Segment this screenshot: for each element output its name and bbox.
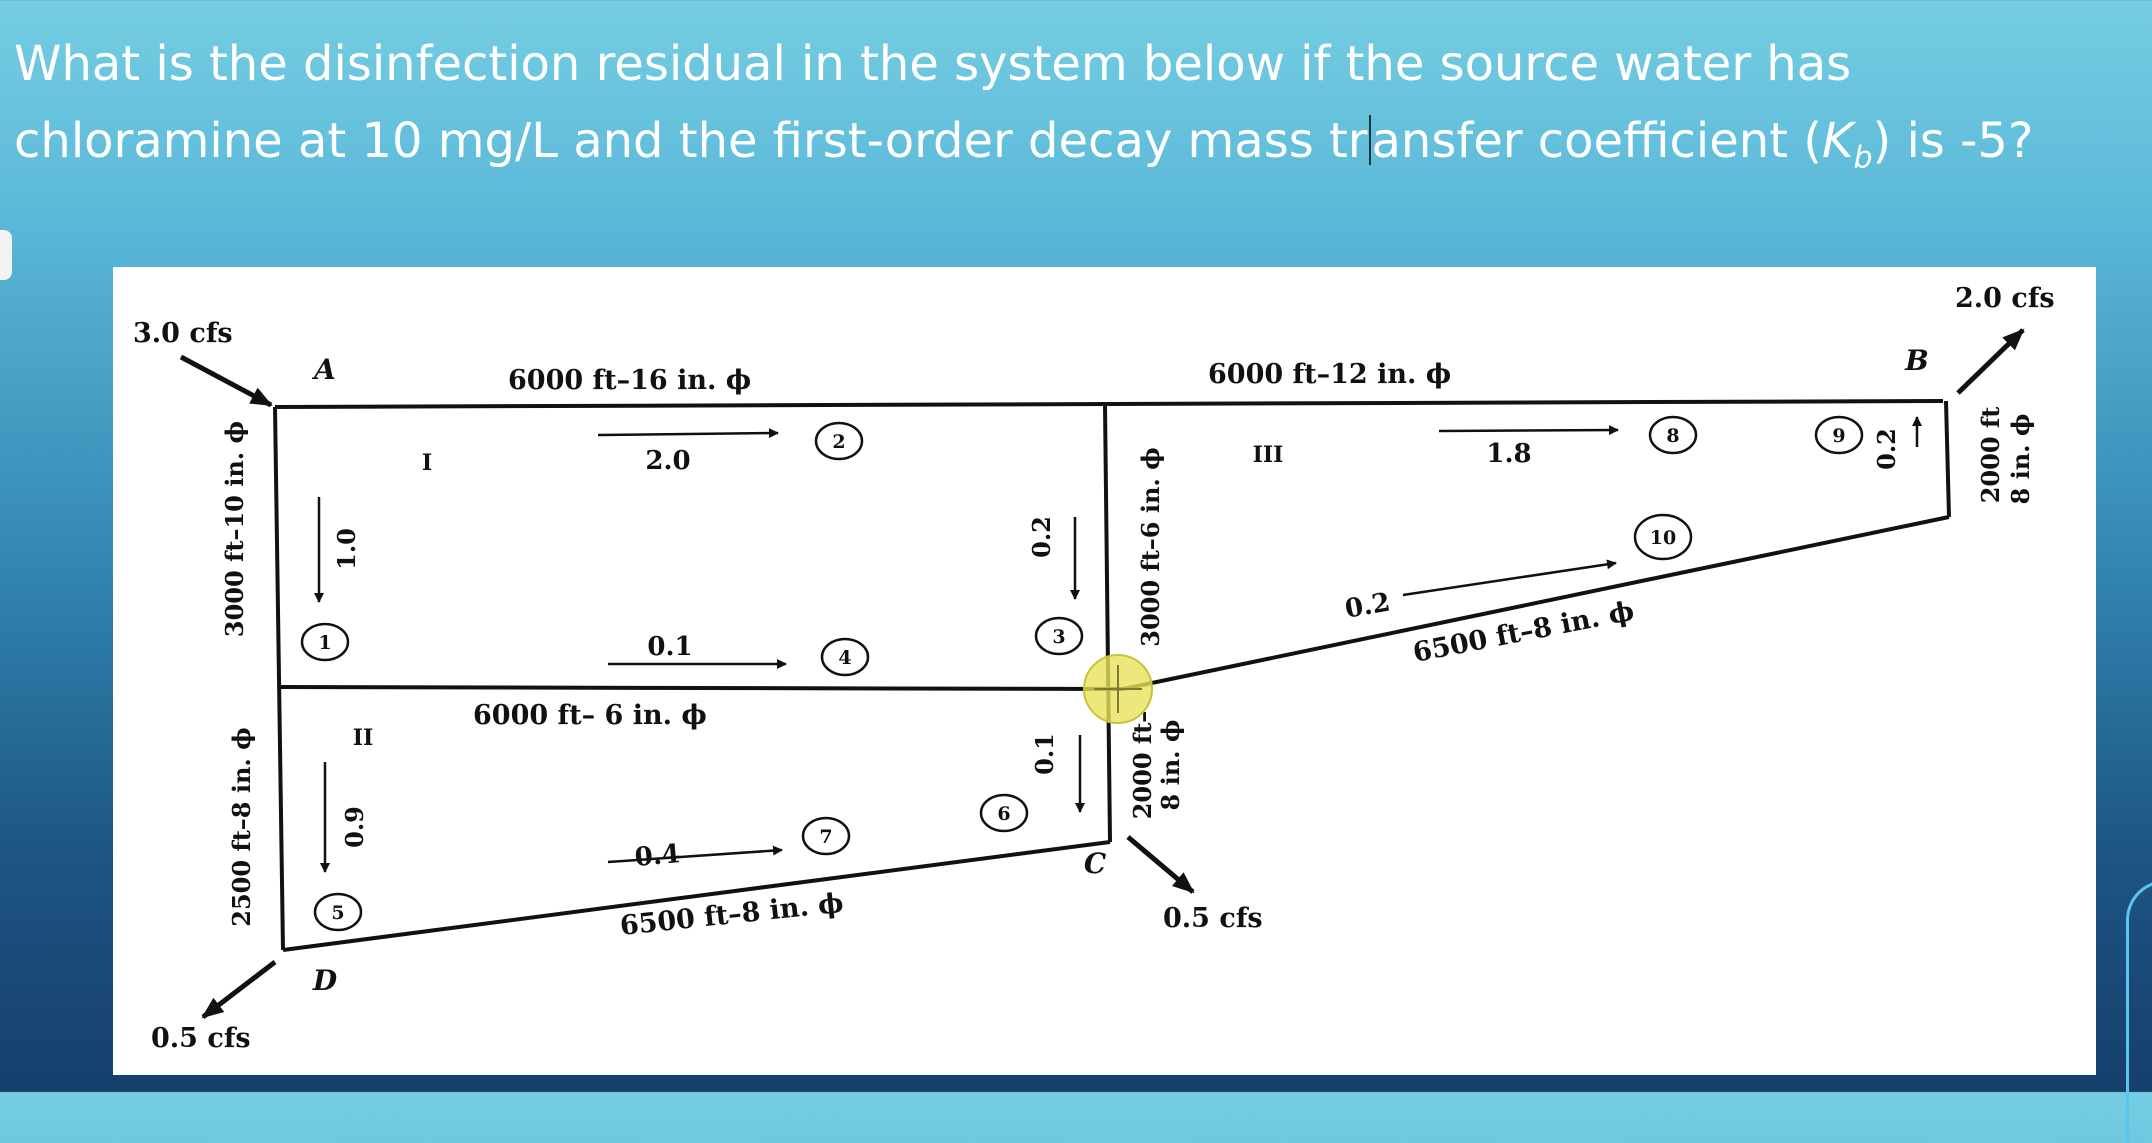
- pipe-number-9: 9: [1832, 425, 1845, 447]
- pipe-circle-1: [300, 622, 350, 662]
- pipe-label-right-a: 2000 ft: [1976, 407, 2005, 504]
- question-text: What is the disinfection residual in the…: [14, 26, 2064, 197]
- node-label-a: A: [311, 353, 336, 386]
- pipe-circle-4: [820, 637, 870, 677]
- pipe-right: [1944, 400, 1951, 518]
- pipe-circle-10: [1633, 513, 1693, 561]
- pipe-center-vertical: [1103, 404, 1112, 843]
- external-flow-arrows: [179, 328, 2025, 1019]
- flow-value-5: 0.9: [340, 806, 369, 848]
- pipe-number-10: 10: [1650, 527, 1676, 549]
- pipe-number-8: 8: [1666, 425, 1679, 447]
- flow-arrow-10: [1402, 559, 1617, 597]
- question-line-2: chloramine at 10 mg/L and the first-orde…: [14, 113, 2034, 176]
- pipe-circle-8: [1648, 415, 1698, 455]
- pipe-network-diagram: 1 2 3 4 5 6 7 8 9 10 2.0 0.1 0.4 1.8 0.2…: [113, 267, 2096, 1075]
- flow-value-6: 0.1: [1030, 733, 1059, 775]
- pipe-number-2: 2: [832, 431, 845, 453]
- flow-value-4: 0.1: [647, 632, 692, 662]
- loop-labels: I II III: [353, 442, 1284, 751]
- pipe-lines: [273, 399, 1951, 952]
- pipe-network-svg: 1 2 3 4 5 6 7 8 9 10 2.0 0.1 0.4 1.8 0.2…: [133, 283, 2055, 1054]
- pipe-number-1: 1: [318, 632, 331, 654]
- outflow-c-arrow: [1126, 835, 1195, 894]
- flow-value-1: 1.0: [332, 528, 361, 570]
- pipe-number-5: 5: [331, 902, 344, 924]
- pipe-label-top-left: 6000 ft–16 in. ϕ: [508, 365, 751, 396]
- pipe-bottom: [282, 840, 1111, 952]
- pipe-label-left-upper: 3000 ft–10 in. ϕ: [220, 421, 249, 637]
- inflow-label: 3.0 cfs: [133, 318, 233, 349]
- flow-value-9: 0.2: [1872, 428, 1901, 470]
- external-flow-labels: 3.0 cfs 2.0 cfs 0.5 cfs 0.5 cfs: [133, 283, 2055, 1054]
- node-labels: A B C D: [311, 344, 1929, 997]
- flow-arrow-2: [597, 428, 779, 439]
- pipe-label-center-lower-a: 2000 ft–: [1128, 711, 1157, 820]
- pipe-numbers: 1 2 3 4 5 6 7 8 9 10: [318, 425, 1845, 924]
- inflow-arrow: [179, 354, 273, 408]
- flow-value-3: 0.2: [1027, 516, 1056, 558]
- flow-arrow-8: [1438, 425, 1619, 436]
- pipe-number-circles: [300, 415, 1864, 932]
- node-label-b: B: [1904, 344, 1929, 377]
- pipe-number-7: 7: [819, 826, 832, 848]
- outflow-d-arrow: [201, 960, 277, 1019]
- pipe-circle-6: [979, 793, 1029, 833]
- pipe-number-6: 6: [997, 803, 1010, 825]
- loop-label-1: I: [422, 450, 432, 476]
- pipe-circle-5: [313, 892, 363, 932]
- pipe-left: [273, 406, 285, 951]
- flow-value-2: 2.0: [645, 446, 690, 476]
- pipe-circle-2: [814, 421, 864, 461]
- flow-direction-arrows: [314, 416, 1922, 873]
- pipe-label-right-b: 8 in. ϕ: [2006, 414, 2035, 505]
- pipe-label-top-right: 6000 ft–12 in. ϕ: [1208, 359, 1451, 390]
- vertical-flow-values: 1.0 0.9 0.2 0.1 0.2: [332, 428, 1901, 848]
- flow-value-10: 0.2: [1343, 587, 1393, 624]
- outflow-b-label: 2.0 cfs: [1955, 283, 2055, 314]
- pipe-diagonal: [1122, 515, 1950, 691]
- pipe-label-middle-left: 6000 ft– 6 in. ϕ: [473, 700, 707, 731]
- flow-arrow-7: [607, 845, 783, 864]
- vertical-pipe-descriptions: 3000 ft–10 in. ϕ 2500 ft–8 in. ϕ 3000 ft…: [220, 407, 2035, 927]
- pipe-label-center-lower-b: 8 in. ϕ: [1156, 720, 1185, 811]
- pipe-top: [274, 399, 1944, 409]
- flow-value-7: 0.4: [633, 839, 681, 873]
- slide-tab-handle[interactable]: [0, 230, 12, 280]
- pipe-circle-9: [1814, 415, 1864, 455]
- pipe-label-center-upper: 3000 ft–6 in. ϕ: [1136, 447, 1165, 647]
- pipe-circle-3: [1034, 616, 1084, 656]
- pipe-number-3: 3: [1052, 626, 1065, 648]
- loop-label-2: II: [353, 725, 374, 751]
- decorative-corner-arc: [2126, 880, 2152, 1143]
- node-label-c: C: [1084, 847, 1107, 880]
- flow-value-8: 1.8: [1486, 439, 1531, 469]
- pipe-number-4: 4: [838, 647, 851, 669]
- loop-label-3: III: [1253, 442, 1284, 468]
- pipe-label-left-lower: 2500 ft–8 in. ϕ: [227, 727, 256, 927]
- question-line-1: What is the disinfection residual in the…: [14, 36, 1852, 92]
- pipe-circle-7: [801, 816, 851, 856]
- flow-values: 2.0 0.1 0.4 1.8 0.2: [633, 439, 1531, 873]
- outflow-c-label: 0.5 cfs: [1163, 903, 1263, 934]
- node-label-d: D: [312, 964, 338, 997]
- outflow-b-arrow: [1956, 328, 2025, 395]
- pointer-highlight: [1083, 654, 1153, 724]
- pipe-middle: [277, 685, 1124, 691]
- outflow-d-label: 0.5 cfs: [151, 1023, 251, 1054]
- text-cursor: [1368, 115, 1371, 165]
- pipe-label-bottom-left: 6500 ft–8 in. ϕ: [618, 888, 844, 942]
